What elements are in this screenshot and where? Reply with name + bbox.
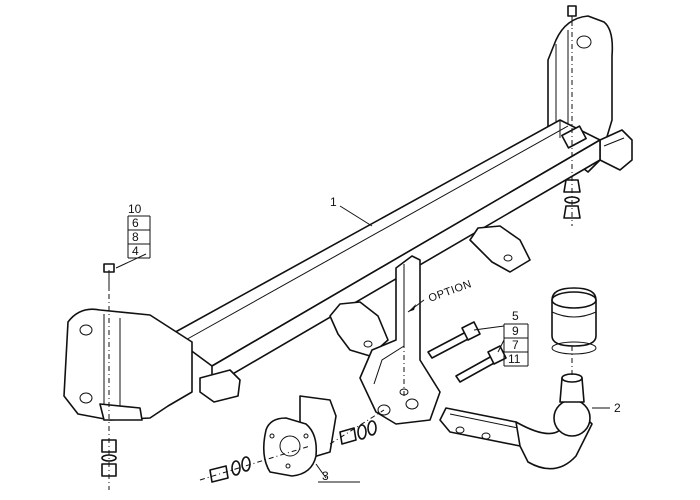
- bolt-stack-left-label-0: 10: [128, 202, 142, 216]
- callout-2: 2: [614, 401, 621, 415]
- callout-3-label: 3: [322, 469, 329, 483]
- ball-cap: [551, 287, 597, 355]
- bolt-stack-right-label-0: 5: [512, 309, 519, 323]
- assembly-center-lines: [108, 20, 573, 490]
- tow-ball-neck: [439, 373, 593, 470]
- bolt-stack-left: 10 6 8 4: [127, 202, 151, 259]
- callout-1: 1: [330, 195, 337, 209]
- beam-support-brackets: [329, 225, 531, 357]
- bolt-stack-right: 5 9 7 11: [503, 309, 529, 367]
- bolt-stack-right-label-1: 9: [512, 324, 519, 338]
- callout-3: 3: [318, 469, 360, 483]
- leader-lines: [115, 205, 610, 479]
- bolt-stack-right-label-3: 11: [508, 352, 521, 366]
- bolt-stack-left-label-3: 4: [132, 244, 139, 258]
- callout-1-label: 1: [330, 195, 337, 209]
- left-mounting-bracket: [63, 308, 241, 421]
- callout-2-label: 2: [614, 401, 621, 415]
- long-bolts: [427, 321, 507, 383]
- socket-plate: [262, 395, 337, 477]
- bolt-stack-right-label-2: 7: [512, 338, 519, 352]
- vertical-drop-plates: [359, 255, 441, 425]
- bolt-stack-left-label-1: 6: [132, 216, 139, 230]
- option-label: OPTION: [427, 278, 474, 305]
- bolt-stack-left-label-2: 8: [132, 230, 139, 244]
